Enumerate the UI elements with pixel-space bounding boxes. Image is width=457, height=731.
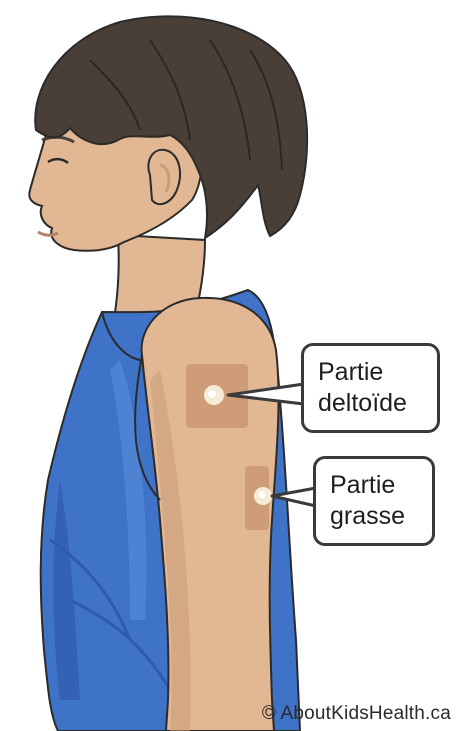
fat-site-callout: Partie grasse — [313, 456, 435, 546]
copyright-credit: © AboutKidsHealth.ca — [262, 703, 451, 725]
deltoid-label-line2: deltoïde — [318, 388, 407, 419]
deltoid-label-line1: Partie — [318, 357, 383, 388]
deltoid-site-callout: Partie deltoïde — [301, 343, 440, 433]
fat-label-line2: grasse — [330, 501, 405, 532]
deltoid-site-dot-core — [208, 390, 216, 398]
fat-label-line1: Partie — [330, 470, 395, 501]
fat-site-dot-core — [259, 492, 266, 499]
